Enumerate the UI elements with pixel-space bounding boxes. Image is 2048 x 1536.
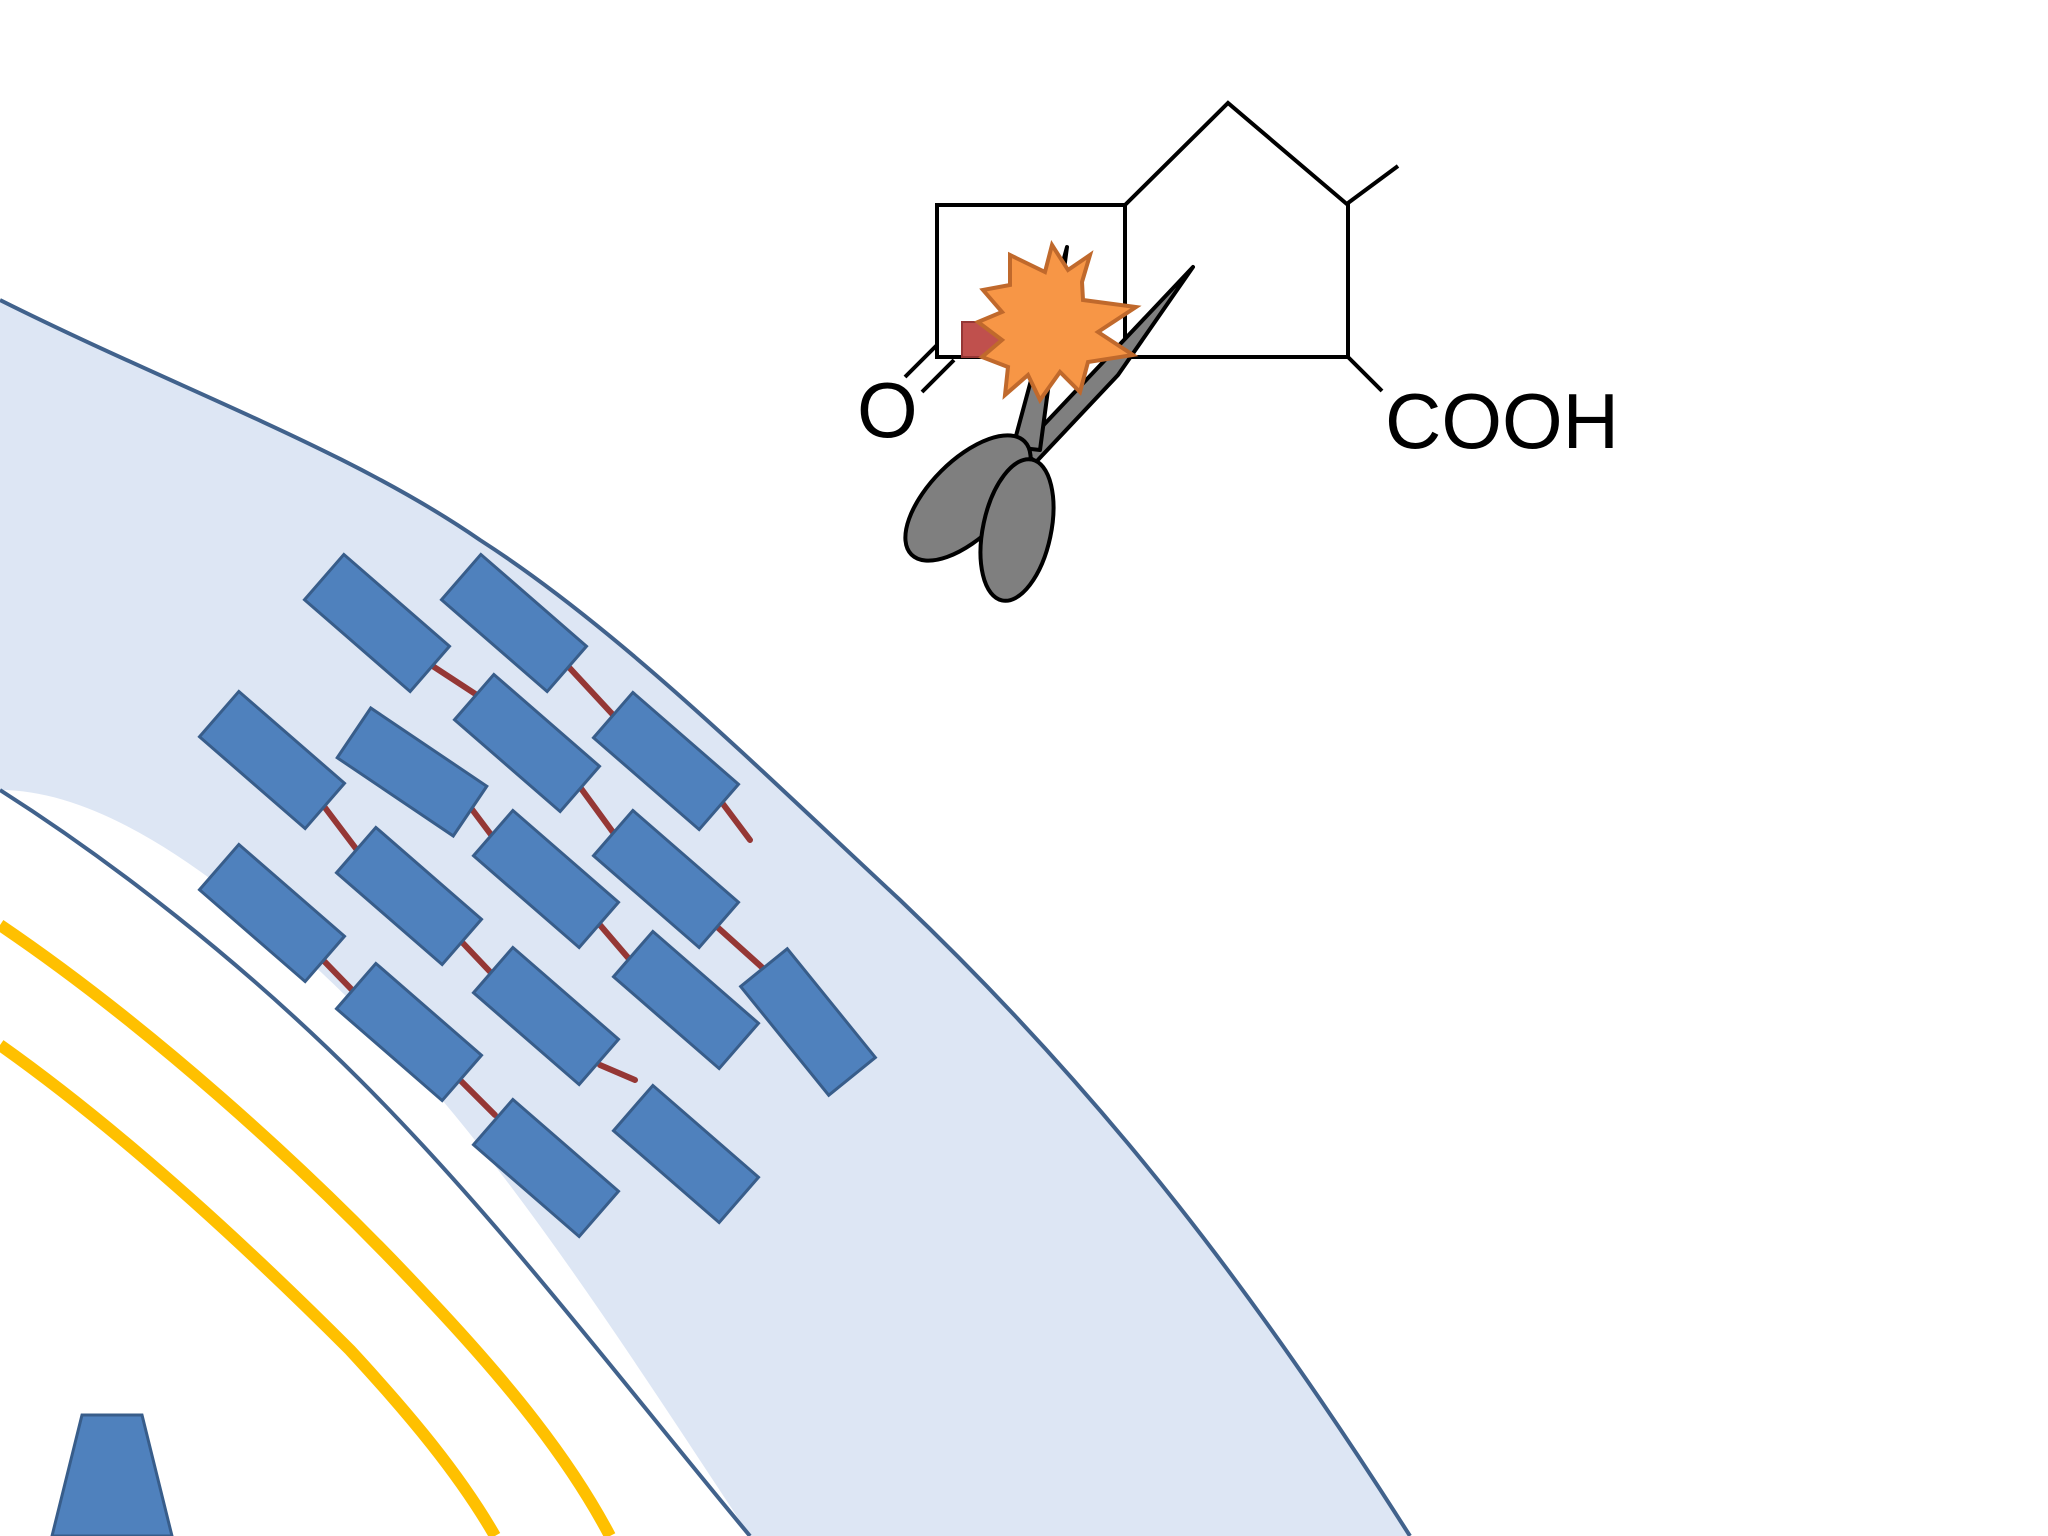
crosslink: [597, 922, 633, 963]
membrane-protein: [50, 1413, 174, 1536]
peptidoglycan-block: [471, 945, 621, 1087]
scissors-handle-right: [978, 457, 1056, 603]
carbonyl-bond-a: [903, 343, 939, 379]
inner-membrane-line: [0, 1040, 501, 1536]
peptidoglycan-block: [611, 1083, 761, 1225]
peptidoglycan-block: [335, 705, 489, 839]
carboxyl-group-label: COOH: [1385, 377, 1619, 465]
thiazolidine-ring: [1123, 100, 1350, 359]
peptidoglycan-blocks: [197, 552, 878, 1239]
crosslink: [562, 660, 618, 720]
cell-wall-outer-edge: [0, 298, 1412, 1536]
peptidoglycan-block: [471, 1097, 621, 1239]
crosslink: [597, 1062, 638, 1083]
crosslink: [425, 660, 483, 700]
peptidoglycan-block: [197, 842, 347, 984]
peptidoglycan-crosslinks: [320, 660, 768, 1118]
peptidoglycan-block: [471, 808, 621, 950]
outer-membrane-line: [0, 920, 616, 1536]
crosslink: [320, 957, 360, 998]
peptidoglycan-block: [197, 689, 347, 831]
carbonyl-bond-b: [920, 358, 956, 394]
methyl-bond: [1346, 164, 1400, 205]
scissors-icon: [903, 245, 1195, 603]
carboxyl-bond: [1346, 355, 1384, 393]
peptidoglycan-block: [334, 961, 484, 1103]
crosslink: [577, 784, 618, 838]
peptidoglycan-block: [591, 808, 741, 950]
peptidoglycan-block: [452, 672, 602, 814]
crosslink: [457, 1077, 498, 1118]
peptidoglycan-block: [591, 690, 741, 832]
cell-wall-inner-edge: [0, 788, 752, 1536]
burst-icon: [974, 240, 1142, 404]
crosslink: [717, 797, 753, 843]
peptidoglycan-block: [738, 946, 878, 1098]
peptidoglycan-block: [302, 552, 452, 694]
peptidoglycan-block: [611, 929, 761, 1071]
crosslink: [712, 922, 768, 973]
peptidoglycan-block: [439, 552, 589, 694]
carbonyl-oxygen-label: O: [857, 366, 918, 454]
crosslink: [320, 802, 360, 853]
crosslink: [457, 937, 498, 980]
peptidoglycan-block: [334, 825, 484, 967]
